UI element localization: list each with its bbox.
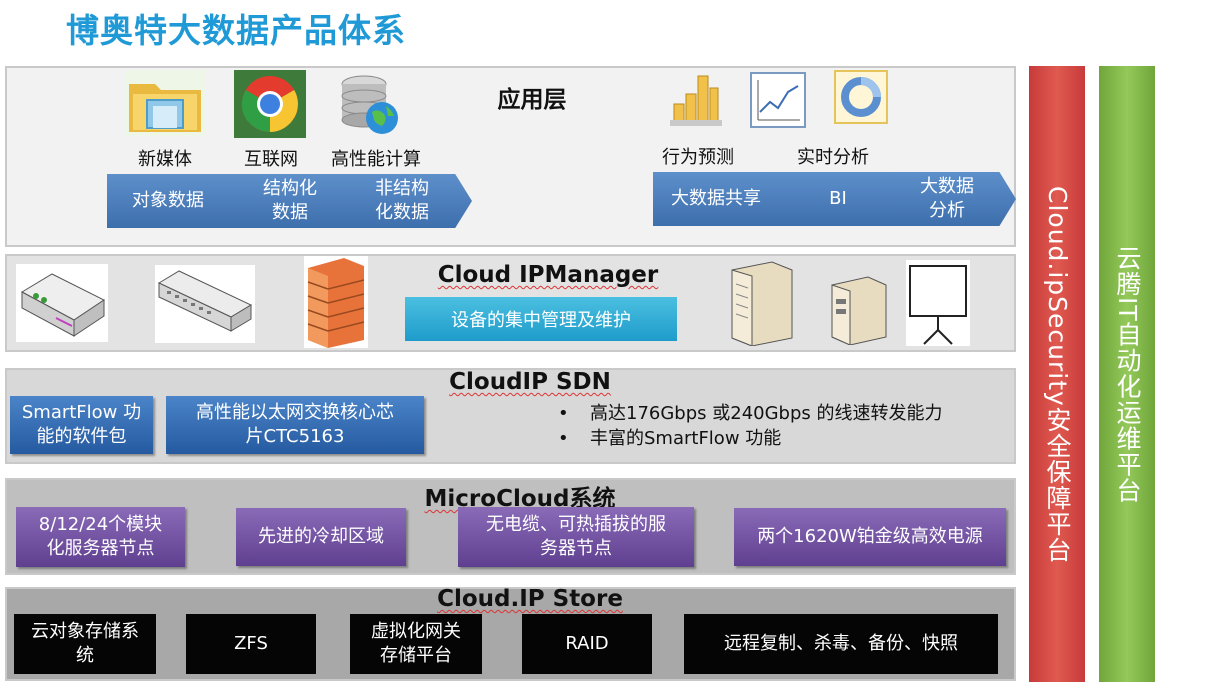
pc-tower-icon (826, 275, 890, 346)
flow-step-structured-data: 结构化 数据 (220, 174, 360, 228)
flow-step-object-data: 对象数据 (107, 174, 247, 228)
coins-chart-icon (670, 70, 722, 128)
security-platform-bar: Cloud.ipSecurity安全保障平台 (1029, 66, 1085, 682)
source-label-internet: 互联网 (244, 149, 298, 170)
application-layer-title: 应用层 (497, 87, 567, 113)
sdn-bullet-item: •丰富的SmartFlow 功能 (558, 428, 782, 449)
donut-chart-icon (834, 70, 888, 124)
chrome-icon (234, 70, 306, 138)
microcloud-box-power: 两个1620W铂金级高效电源 (734, 508, 1006, 566)
database-icon (338, 72, 402, 138)
analytics-label-behavior: 行为预测 (662, 147, 734, 168)
ipmanager-layer-title: Cloud IPManager (437, 262, 659, 288)
ipmanager-subtitle-box: 设备的集中管理及维护 (405, 297, 677, 341)
server-tower-icon (726, 260, 796, 347)
analytics-label-realtime: 实时分析 (797, 147, 869, 168)
firewall-icon (304, 256, 368, 348)
source-label-new-media: 新媒体 (138, 149, 192, 170)
sdn-bullet-list: •高达176Gbps 或240Gbps 的线速转发能力 •丰富的SmartFlo… (558, 401, 1008, 451)
microcloud-box-cooling: 先进的冷却区域 (236, 508, 406, 566)
projector-screen-icon (906, 260, 970, 346)
switch-icon (155, 265, 255, 343)
store-box-replication: 远程复制、杀毒、备份、快照 (684, 614, 998, 674)
flow-step-unstructured-data: 非结构 化数据 (332, 174, 472, 228)
sdn-layer-title: CloudIP SDN (449, 369, 611, 395)
store-box-virtual-gateway: 虚拟化网关 存储平台 (350, 614, 482, 674)
flow-step-data-sharing: 大数据共享 (653, 172, 797, 226)
ops-platform-bar: 云腾IT自动化运维平台 (1099, 66, 1155, 682)
router-icon (16, 264, 108, 342)
flow-step-data-analysis: 大数据 分析 (878, 172, 1016, 226)
source-label-hpc: 高性能计算 (331, 149, 421, 170)
folder-icon (125, 70, 205, 136)
microcloud-box-hotswap: 无电缆、可热插拔的服 务器节点 (458, 507, 694, 567)
store-box-raid: RAID (522, 614, 652, 674)
sdn-box-smartflow: SmartFlow 功 能的软件包 (10, 396, 153, 454)
page-title: 博奥特大数据产品体系 (66, 11, 406, 50)
sdn-bullet-item: •高达176Gbps 或240Gbps 的线速转发能力 (558, 403, 943, 424)
store-box-object-storage: 云对象存储系 统 (14, 614, 156, 674)
store-box-zfs: ZFS (186, 614, 316, 674)
sdn-box-chip: 高性能以太网交换核心芯 片CTC5163 (166, 396, 424, 454)
store-layer-title: Cloud.IP Store (437, 586, 623, 612)
microcloud-box-nodes: 8/12/24个模块 化服务器节点 (16, 507, 185, 567)
line-chart-icon (750, 72, 806, 128)
